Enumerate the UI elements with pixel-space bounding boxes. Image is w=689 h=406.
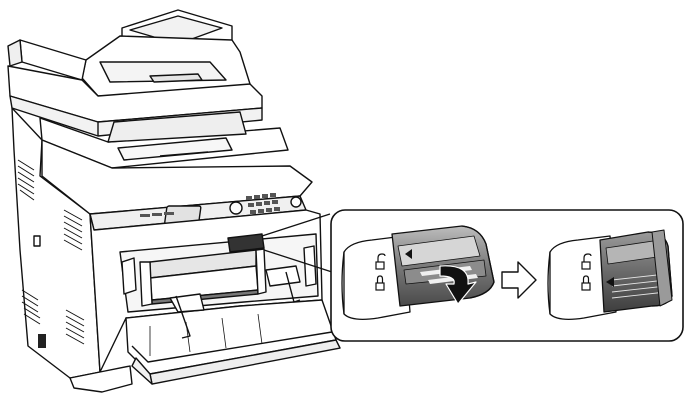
printer-base: [69, 365, 133, 393]
unlock-icon: [375, 253, 386, 270]
unlock-icon-after: [581, 253, 592, 270]
lock-icon-after: [581, 275, 591, 291]
lock-icon: [375, 275, 385, 291]
cartridge-after: [547, 229, 673, 320]
cartridge-before: [341, 225, 495, 320]
arrow-right-icon: [501, 261, 537, 299]
printer-body-side: [11, 107, 101, 379]
output-tray: [39, 111, 289, 169]
callout-lines: [261, 213, 333, 273]
printer-illustration: [7, 9, 341, 393]
paper-tray: [125, 265, 341, 385]
detail-inset: [330, 209, 684, 342]
